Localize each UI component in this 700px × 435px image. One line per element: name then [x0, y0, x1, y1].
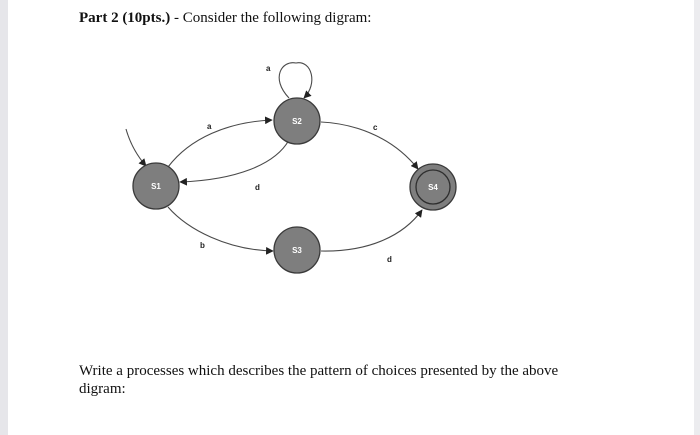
state-s3: S3 [273, 226, 321, 274]
right-margin [694, 0, 700, 435]
edge-s2-loop [278, 62, 313, 99]
edge-s2-s4 [320, 121, 419, 170]
edge-label-s2-loop: a [266, 64, 271, 73]
question-text: Write a processes which describes the pa… [79, 363, 559, 397]
state-label-s2: S2 [292, 117, 302, 126]
state-s1: S1 [132, 162, 180, 210]
left-margin [0, 0, 8, 435]
state-s4-final: S4 [409, 163, 457, 211]
start-arrow [125, 128, 147, 167]
page [8, 0, 694, 435]
state-label-s4: S4 [428, 183, 438, 192]
edge-s3-s4 [320, 209, 423, 252]
state-label-s1: S1 [151, 182, 161, 191]
edge-label-s3-s4: d [387, 255, 392, 264]
part-label: Part 2 (10pts.) [79, 10, 171, 26]
edge-label-s1-s2: a [207, 122, 212, 131]
question-heading: Part 2 (10pts.) - Consider the following… [79, 10, 371, 27]
edge-label-s2-s4: c [373, 123, 378, 132]
edge-s2-s1 [179, 139, 290, 186]
state-label-s3: S3 [292, 246, 302, 255]
edge-s1-s3 [167, 206, 274, 255]
state-s2: S2 [273, 97, 321, 145]
edge-s1-s2 [167, 116, 273, 168]
instruction-text: - Consider the following digram: [170, 10, 372, 26]
edge-label-s2-s1: d [255, 183, 260, 192]
edge-label-s1-s3: b [200, 241, 205, 250]
